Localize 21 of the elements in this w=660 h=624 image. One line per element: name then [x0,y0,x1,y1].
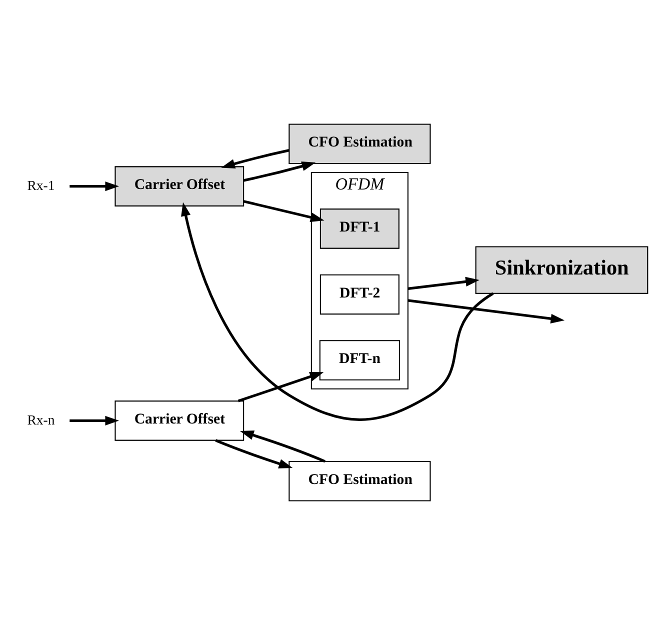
node-box: DFT-2 [320,274,400,314]
arrow [70,415,120,426]
node-box: DFT-n [319,340,400,380]
node-box: CFO Estimation [288,123,431,164]
arrow [181,202,494,420]
arrow [244,161,316,182]
node-text: Rx-1 [27,177,55,192]
node-text: Rx-n [27,412,55,427]
arrow [238,371,324,402]
node-box: Sinkronization [475,246,648,294]
node-box: CFO Estimation [288,460,431,501]
node-box: Carrier Offset [114,400,244,440]
arrow [215,438,293,468]
node-box: DFT-1 [320,208,400,248]
arrow [70,180,120,191]
arrow [221,148,290,168]
arrow [240,430,326,462]
arrow [408,298,565,323]
node-box: Carrier Offset [114,166,244,206]
arrow [408,276,480,290]
arrow [243,200,324,222]
